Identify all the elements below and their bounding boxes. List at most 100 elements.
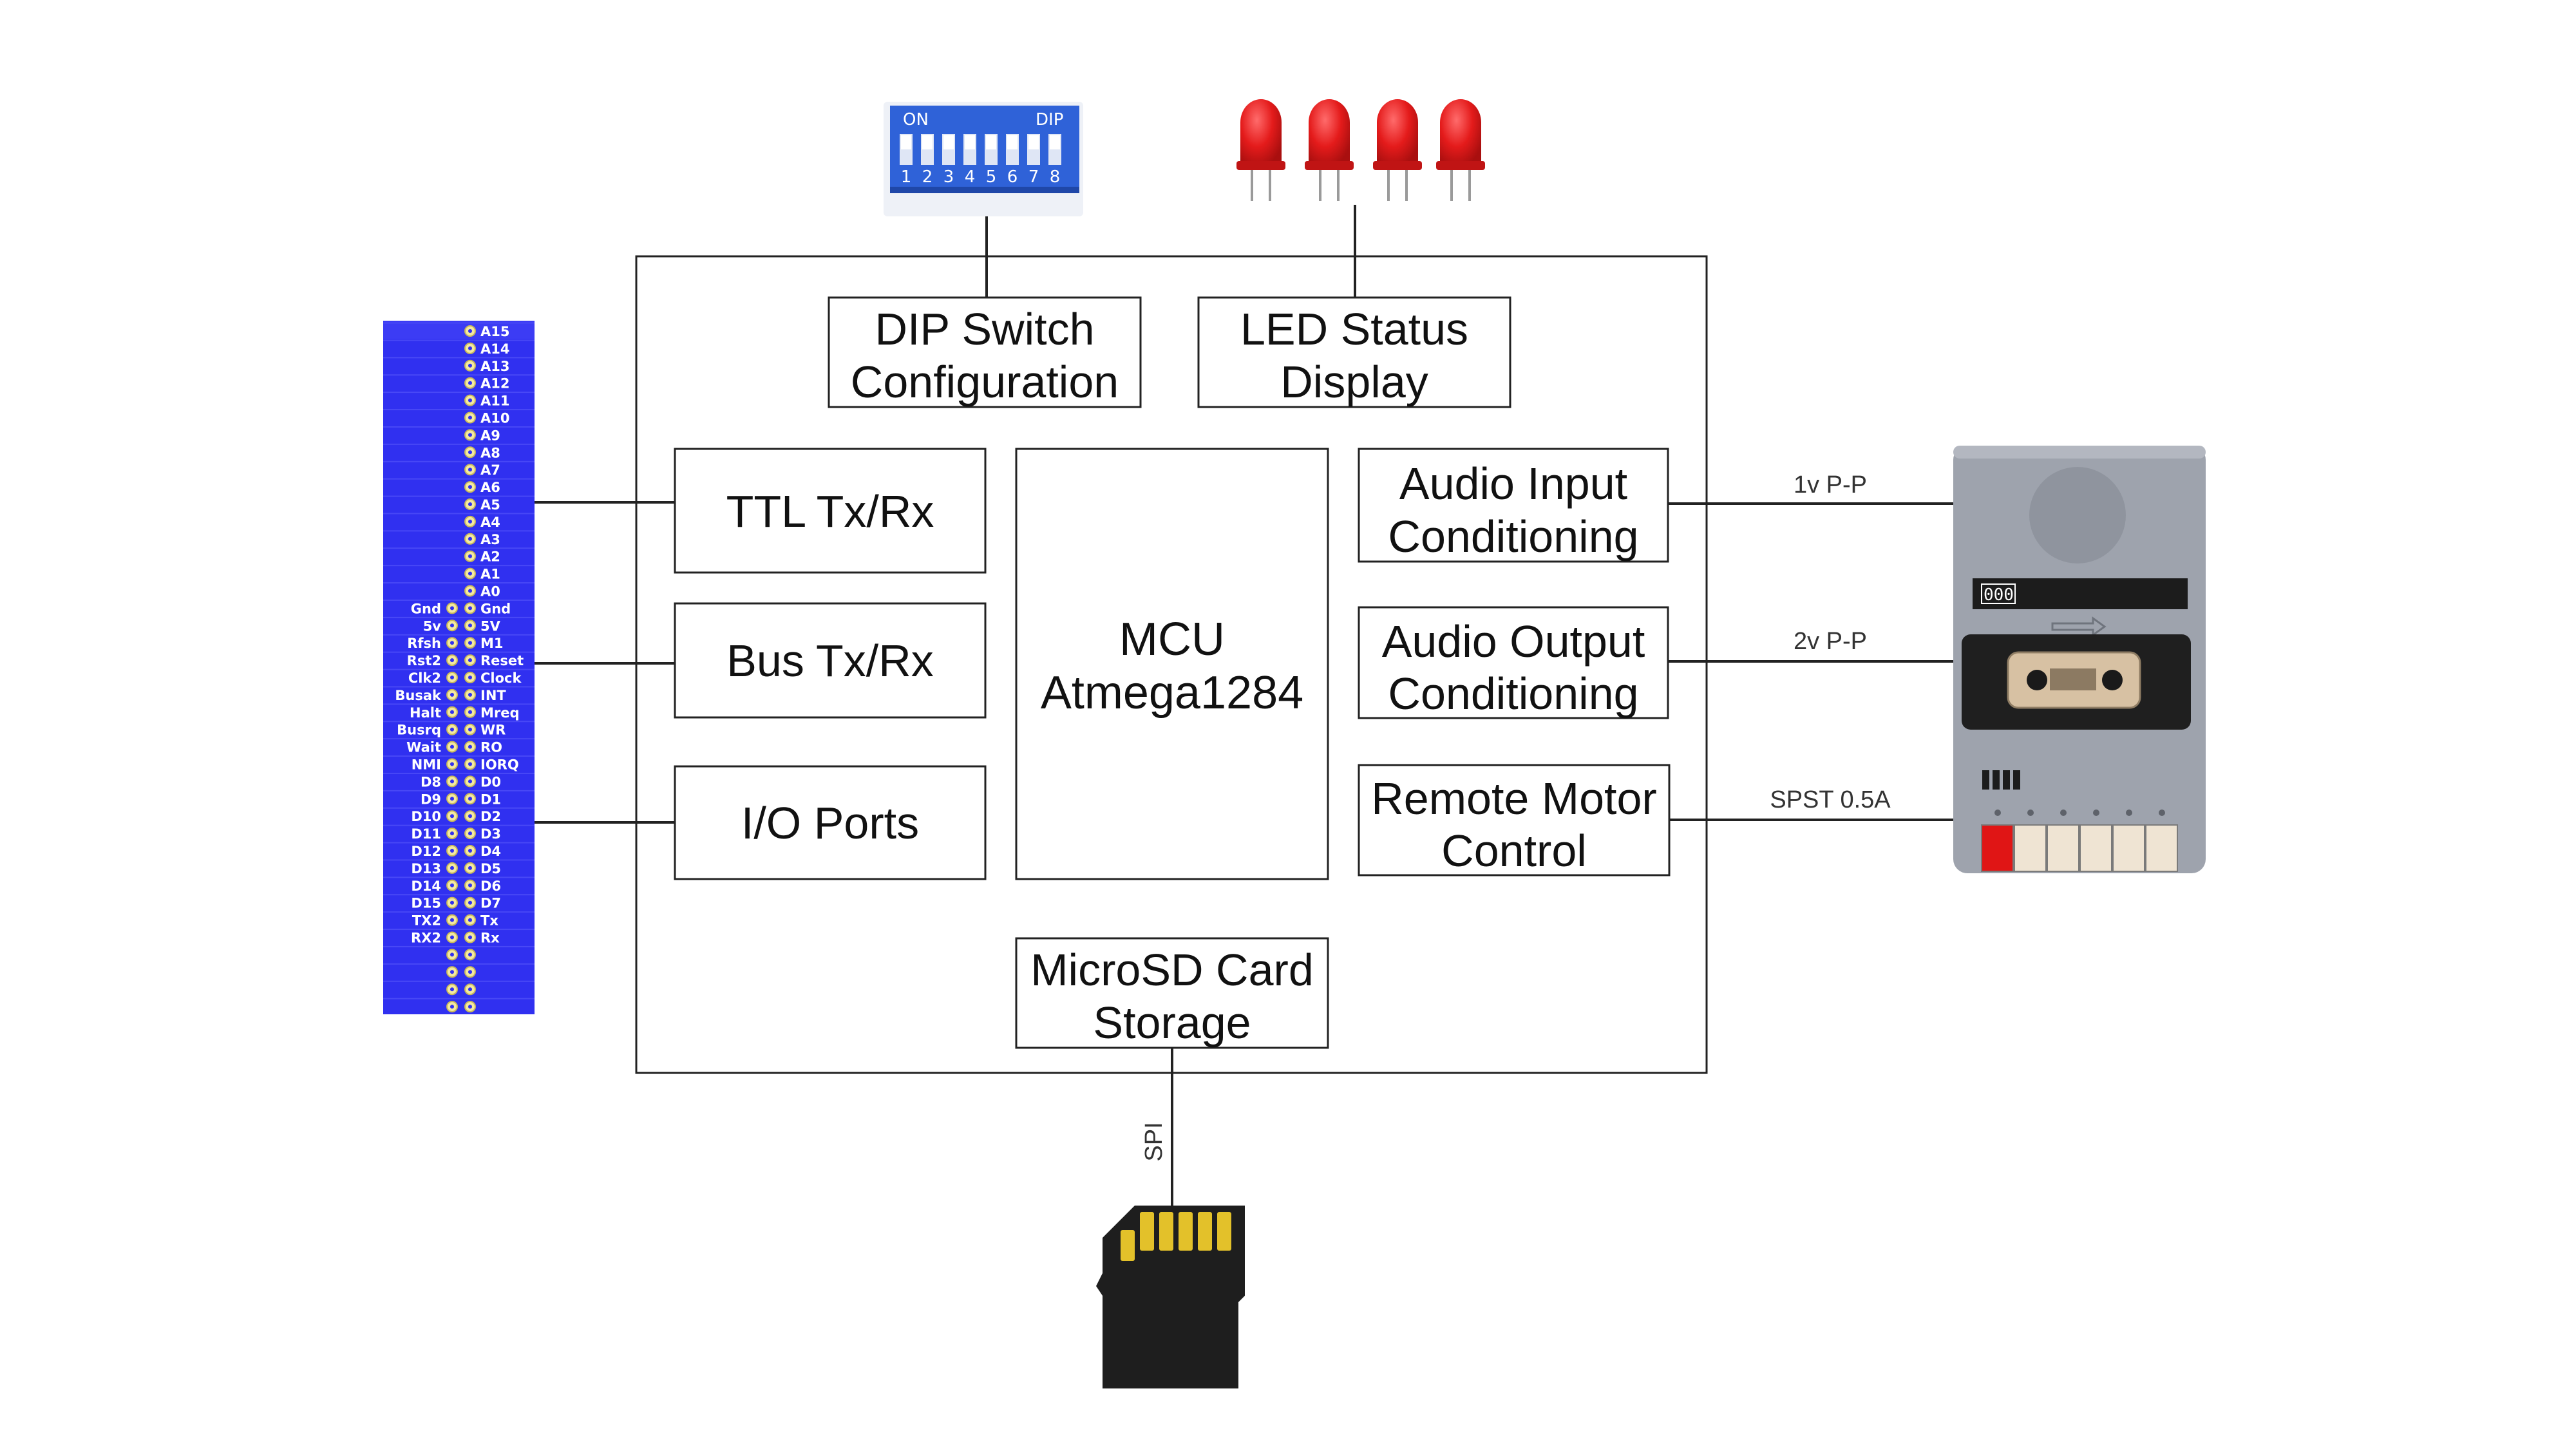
pin-hole-center: [450, 727, 454, 732]
pin-label-right: A0: [480, 584, 500, 600]
pin-label-right: A3: [480, 532, 500, 547]
pin-stripe: [383, 686, 535, 688]
pin-stripe: [383, 357, 535, 359]
eject-icon: [2126, 810, 2132, 816]
sd-contact: [1179, 1212, 1193, 1251]
block-audio-in-label-2: Conditioning: [1388, 511, 1638, 562]
led-body: [1440, 99, 1481, 169]
pin-stripe: [383, 547, 535, 549]
transport-buttons: [1981, 810, 2178, 872]
pin-holes: [446, 325, 476, 1013]
dip-toggle-knob: [901, 135, 911, 149]
block-led-status: LED Status Display: [1197, 296, 1511, 408]
pin-label-right: A10: [480, 411, 509, 426]
block-microsd: MicroSD Card Storage: [1015, 937, 1329, 1049]
pin-label-right: Rx: [480, 931, 500, 946]
microsd-card-image: [1096, 1206, 1245, 1388]
dip-toggle-knob: [965, 135, 975, 149]
pin-stripe: [383, 599, 535, 601]
fast-forward-icon: [2093, 810, 2099, 816]
pin-hole-center: [468, 468, 472, 472]
block-led-label-2: Display: [1280, 357, 1428, 407]
vent-slot: [1993, 770, 2000, 790]
dip-number: 5: [986, 167, 997, 187]
tape-reel-right: [2102, 670, 2123, 690]
pin-hole-center: [468, 433, 472, 437]
sd-contact: [1159, 1212, 1173, 1251]
pin-label-left: Busak: [395, 688, 442, 703]
pin-hole-center: [468, 900, 472, 905]
pin-stripe: [383, 755, 535, 757]
block-mcu: MCU Atmega1284: [1015, 448, 1329, 880]
block-bus: Bus Tx/Rx: [674, 602, 987, 719]
pin-label-left: Busrq: [397, 723, 441, 738]
led-rim: [1436, 161, 1485, 170]
pin-hole-center: [468, 918, 472, 922]
transport-button: [2047, 824, 2079, 872]
pin-hole-center: [468, 519, 472, 524]
transport-button: [2112, 824, 2145, 872]
dip-number: 2: [922, 167, 933, 187]
pin-label-left: D10: [411, 809, 441, 824]
edge-label-audio-out: 2v P-P: [1794, 628, 1867, 655]
board-outline: [635, 255, 1708, 1074]
pin-label-right: D4: [480, 844, 501, 859]
block-io-label: I/O Ports: [741, 798, 919, 848]
dip-number: 4: [965, 167, 976, 187]
pin-hole-center: [450, 797, 454, 801]
pause-icon: [2159, 810, 2165, 816]
counter-display: 000: [1984, 585, 2014, 605]
pin-hole-center: [468, 363, 472, 368]
block-sd-label-2: Storage: [1093, 998, 1251, 1048]
pin-label-right: A4: [480, 515, 500, 530]
vent-slot: [2003, 770, 2010, 790]
block-audio-out-label-1: Audio Output: [1382, 616, 1645, 667]
pin-hole-center: [468, 346, 472, 350]
tape-reel-left: [2027, 670, 2047, 690]
pin-label-right: Gnd: [480, 601, 511, 616]
pin-stripe: [383, 703, 535, 705]
dip-number: 3: [943, 167, 954, 187]
led-body: [1377, 99, 1418, 169]
pin-label-right: D0: [480, 774, 501, 790]
block-remote-motor: Remote Motor Control: [1358, 764, 1671, 876]
pin-hole-center: [468, 415, 472, 420]
block-audio-out-label-2: Conditioning: [1388, 668, 1638, 719]
connection-lines: [535, 205, 1953, 1206]
rewind-icon: [2060, 810, 2067, 816]
pin-label-right: A14: [480, 341, 509, 357]
pin-label-left: D14: [411, 878, 441, 894]
block-audio-in-label-1: Audio Input: [1399, 459, 1627, 509]
cassette-recorder-image: 000: [1953, 446, 2206, 873]
pin-label-left: NMI: [412, 757, 441, 773]
pin-hole-center: [468, 606, 472, 611]
pin-stripe: [383, 374, 535, 376]
pin-label-left: D15: [411, 896, 441, 911]
pin-hole-center: [468, 849, 472, 853]
pin-hole-center: [450, 866, 454, 870]
dip-toggle-knob: [922, 135, 933, 149]
dip-toggle-knob: [1028, 135, 1039, 149]
pin-stripe: [383, 824, 535, 826]
pin-stripe: [383, 963, 535, 965]
pin-stripe: [383, 322, 535, 324]
edge-label-audio-in: 1v P-P: [1794, 471, 1867, 498]
pin-hole-center: [450, 744, 454, 749]
pin-stripe: [383, 807, 535, 809]
speaker-grille: [2029, 467, 2126, 564]
pin-hole-center: [450, 935, 454, 940]
block-dip-label-1: DIP Switch: [875, 304, 1094, 354]
vent-slots: [1982, 770, 2020, 790]
pin-hole-center: [468, 502, 472, 506]
block-dip-switch: DIP Switch Configuration: [828, 296, 1142, 408]
edge-label-remote: SPST 0.5A: [1770, 786, 1891, 813]
pin-hole-center: [450, 1005, 454, 1009]
pin-label-right: A1: [480, 567, 500, 582]
stop-icon: [2027, 810, 2034, 816]
pin-label-left: D9: [421, 791, 441, 807]
dip-toggle-knob: [943, 135, 954, 149]
pin-stripes: [383, 322, 535, 999]
pin-stripe: [383, 513, 535, 515]
pin-stripe: [383, 530, 535, 532]
pin-label-right: A6: [480, 480, 500, 495]
